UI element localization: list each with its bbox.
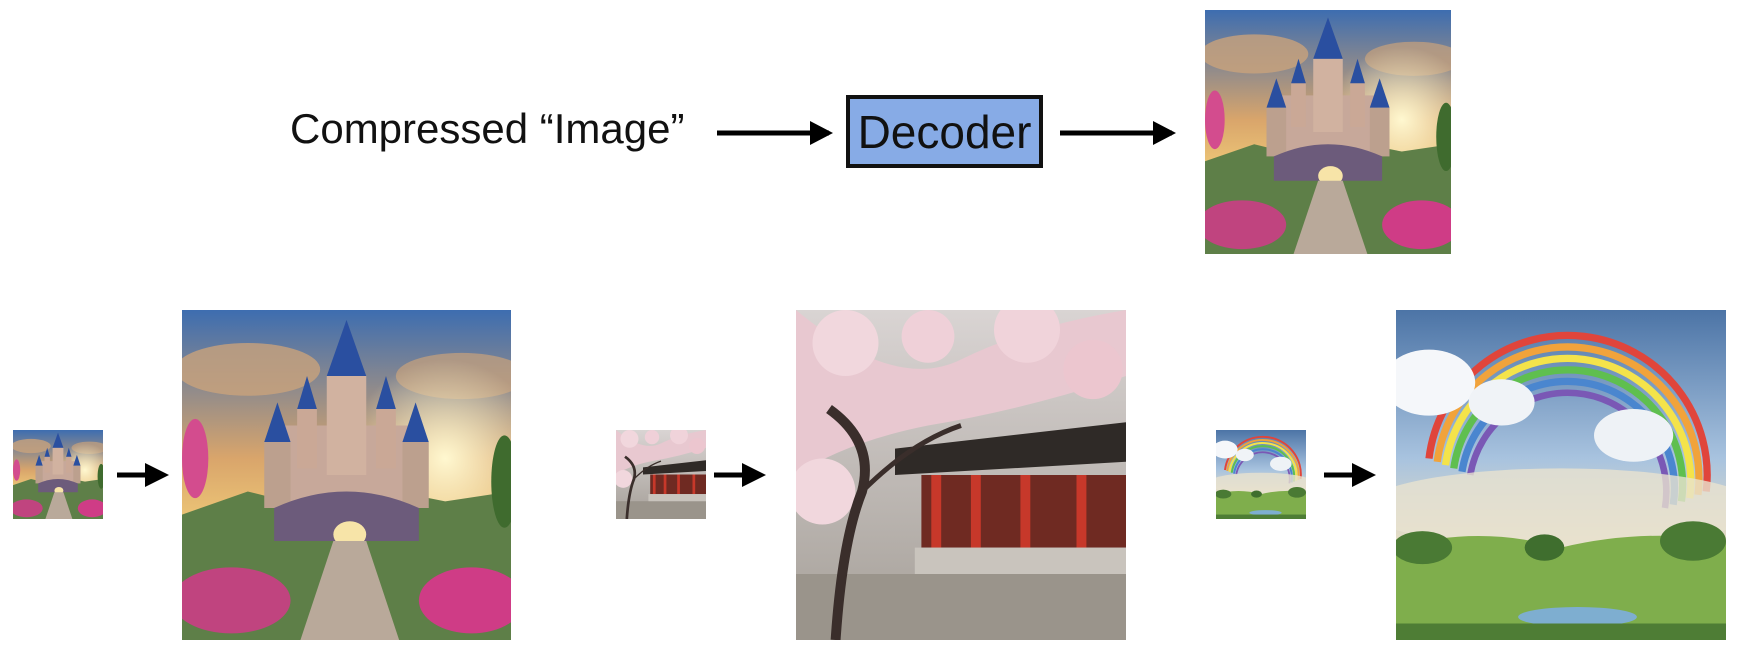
arrow-rainbow	[1324, 463, 1376, 487]
castle-output-image	[1205, 10, 1451, 254]
castle-decoded-image	[182, 310, 511, 640]
decoder-label: Decoder	[857, 105, 1032, 158]
castle-latent-image	[13, 430, 103, 519]
arrow-castle	[117, 463, 169, 487]
arrow-temple	[714, 463, 766, 487]
arrow-to-decoder	[717, 121, 833, 145]
rainbow-decoded-image	[1396, 310, 1726, 640]
decoder-box: Decoder	[846, 95, 1043, 168]
arrow-from-decoder	[1060, 121, 1176, 145]
temple-decoded-image	[796, 310, 1126, 640]
compressed-image-label: Compressed “Image”	[290, 105, 685, 152]
rainbow-latent-image	[1216, 430, 1306, 519]
temple-latent-image	[616, 430, 706, 519]
